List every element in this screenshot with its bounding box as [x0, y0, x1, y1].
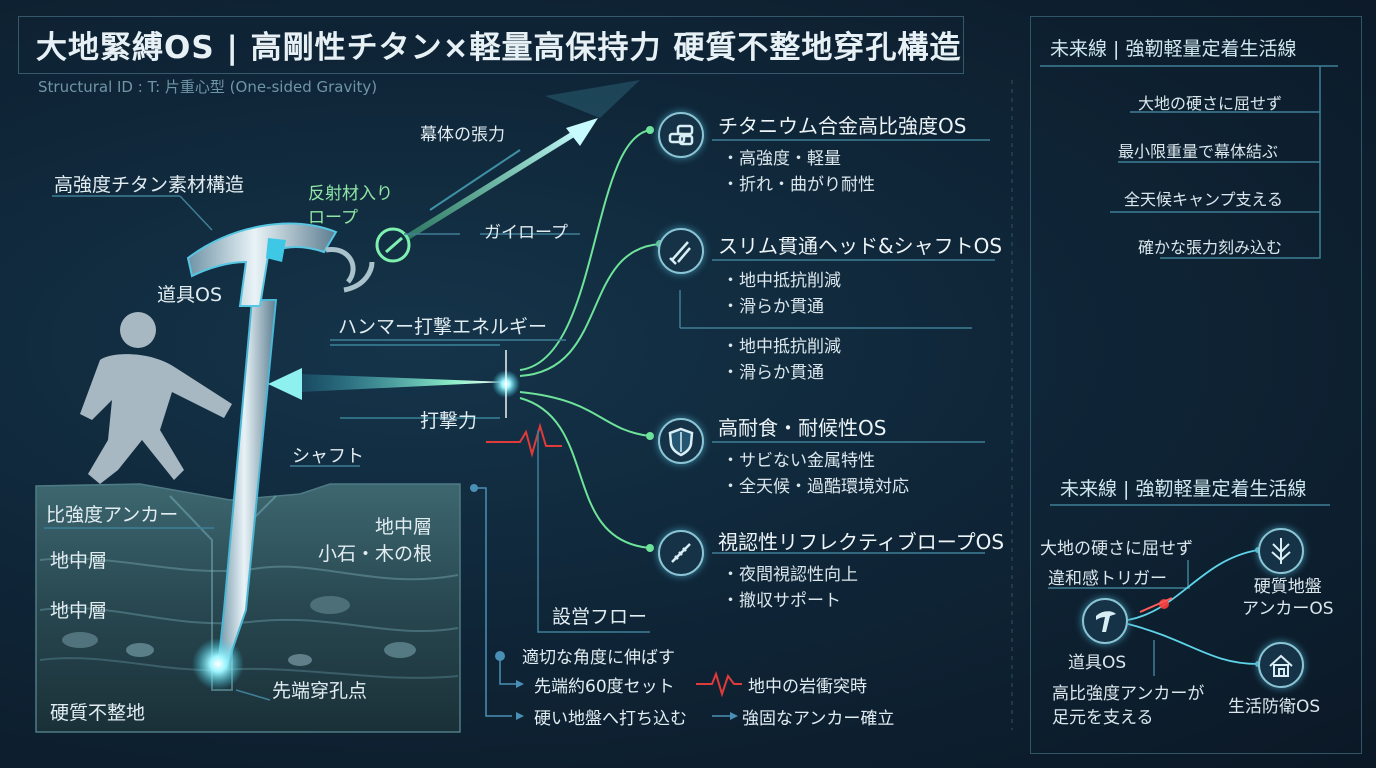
tension-label: 幕体の張力 [420, 125, 505, 145]
feature-1-bullet-1: ・高強度・軽量 [722, 149, 841, 169]
flow-step-2-note: 地中の岩衝突時 [748, 677, 867, 697]
feature-4-bullet-1: ・夜間視認性向上 [722, 565, 858, 585]
future-top-title: 未来線 | 強靭軽量定着生活線 [1050, 38, 1297, 60]
strike-force-label: 打撃力 [420, 410, 478, 432]
tool-os-icon [1082, 598, 1128, 644]
flow-step-1: 適切な角度に伸ばす [522, 648, 675, 668]
ground-anchor-icon [1258, 528, 1304, 574]
material-label: 高強度チタン素材構造 [54, 174, 245, 196]
layer-label-1: 地中層 [50, 550, 108, 572]
future-bottom-title: 未来線 | 強靭軽量定着生活線 [1060, 478, 1307, 500]
reflective-rope-label: 反射材入り ロープ [308, 184, 393, 228]
network-center-label: 道具OS [1068, 653, 1127, 673]
feature-3-title: 高耐食・耐候性OS [718, 416, 887, 440]
right-panel-frame [1030, 16, 1362, 754]
network-center-desc: 高比強度アンカーが 足元を支える [1052, 684, 1205, 728]
feature-1-title: チタニウム合金高比強度OS [718, 114, 967, 138]
flow-title: 設営フロー [552, 606, 648, 628]
feature-2b-bullet-2: ・滑らか貫通 [722, 363, 824, 383]
hammer-energy-label: ハンマー打撃エネルギー [338, 316, 548, 338]
trigger-top: 大地の硬さに屈せず [1040, 539, 1193, 559]
shaft-label: シャフト [292, 446, 364, 467]
tool-os-label: 道具OS [157, 284, 223, 306]
future-top-item-2: 最小限重量で幕体結ぶ [1118, 142, 1279, 161]
trigger-bottom: 違和感トリガー [1048, 569, 1167, 589]
layer-label-2: 地中層 [50, 600, 108, 622]
feature-4-title: 視認性リフレクティブロープOS [718, 530, 1005, 554]
flow-step-2: 先端約60度セット [534, 677, 675, 697]
feature-2-bullet-2: ・滑らか貫通 [722, 297, 824, 317]
feature-2-bullet-1: ・地中抵抗削減 [722, 271, 841, 291]
tip-label: 先端穿孔点 [272, 680, 368, 702]
feature-2b-bullet-1: ・地中抵抗削減 [722, 337, 841, 357]
title-frame [18, 16, 964, 74]
flow-step-4: 強固なアンカー確立 [742, 709, 895, 729]
right-layer-label: 地中層 小石・木の根 [318, 516, 433, 565]
hard-ground-label: 硬質不整地 [50, 702, 146, 724]
home-defense-icon [1258, 642, 1304, 688]
flow-step-3: 硬い地盤へ打ち込む [534, 709, 687, 729]
page-title: 大地緊縛OS | 高剛性チタン×軽量高保持力 硬質不整地穿孔構造 [36, 30, 962, 66]
titanium-bars-icon [658, 112, 704, 158]
feature-3-bullet-2: ・全天候・過酷環境対応 [722, 477, 909, 497]
anchor-label: 比強度アンカー [46, 504, 179, 526]
feature-3-bullet-1: ・サビない金属特性 [722, 451, 875, 471]
structural-id: Structural ID : T: 片重心型 (One-sided Gravi… [38, 78, 378, 96]
future-top-item-1: 大地の硬さに屈せず [1138, 94, 1283, 113]
feature-4-bullet-2: ・撤収サポート [722, 591, 841, 611]
guy-rope-label: ガイロープ [484, 223, 568, 243]
future-top-item-3: 全天候キャンプ支える [1124, 190, 1284, 209]
reflective-rope-icon [658, 530, 704, 576]
future-top-item-4: 確かな張力刻み込む [1138, 238, 1283, 257]
feature-2-title: スリム貫通ヘッド&シャフトOS [718, 234, 1003, 258]
slim-shaft-icon [658, 228, 704, 274]
network-out-1: 硬質地盤 アンカーOS [1242, 577, 1334, 619]
shield-icon [658, 418, 704, 464]
network-out-2: 生活防衛OS [1228, 697, 1321, 717]
feature-1-bullet-2: ・折れ・曲がり耐性 [722, 175, 875, 195]
